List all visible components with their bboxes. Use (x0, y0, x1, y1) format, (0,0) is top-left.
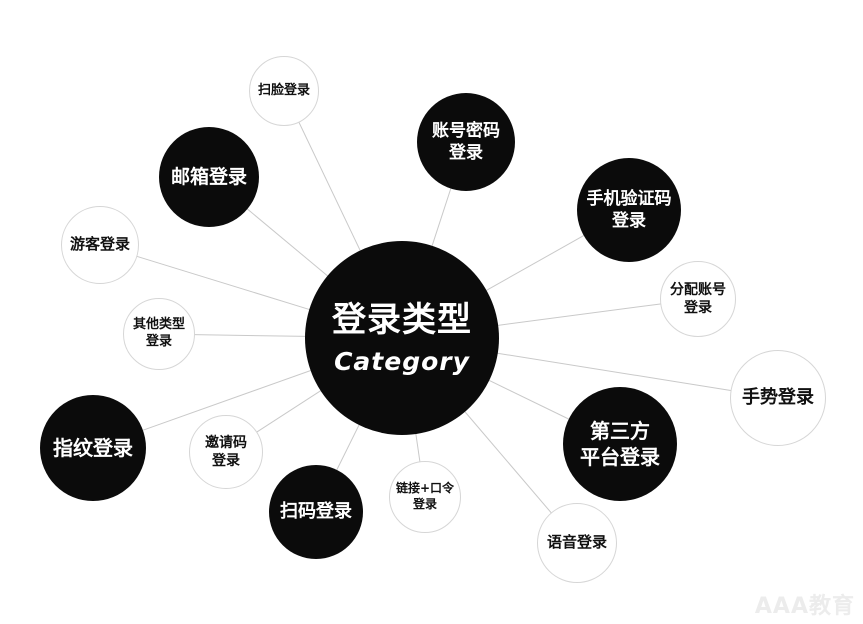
node-label: 扫码登录 (280, 501, 352, 523)
node-label: 账号密码 (432, 120, 500, 141)
watermark-logo: AAA教育 (754, 594, 855, 619)
node-qr-code: 扫码登录 (269, 465, 363, 559)
node-label: 手机验证码 (586, 188, 672, 209)
node-account-password: 账号密码登录 (417, 93, 515, 191)
node-fingerprint: 指纹登录 (40, 395, 146, 501)
node-email: 邮箱登录 (159, 127, 259, 227)
connector-face-scan (298, 121, 362, 253)
node-label: 邀请码 (205, 434, 247, 451)
connector-qr-code (335, 422, 361, 471)
node-label: 登录 (612, 211, 646, 231)
node-label: 登录 (145, 334, 172, 349)
node-label: 登录 (412, 497, 437, 511)
node-label: 其他类型 (132, 317, 185, 333)
node-face-scan: 扫脸登录 (249, 56, 319, 126)
node-label: 第三方 (590, 419, 650, 443)
node-label: 登录 (684, 300, 712, 316)
connector-third-party (487, 379, 570, 420)
node-assigned-account: 分配账号登录 (660, 261, 736, 337)
connector-fingerprint (141, 369, 313, 432)
node-label: 游客登录 (69, 235, 130, 254)
connector-assigned-account (496, 303, 662, 327)
node-guest: 游客登录 (61, 206, 139, 284)
node-label: 登录 (449, 143, 483, 163)
node-label: 邮箱登录 (170, 165, 247, 188)
connector-email (246, 208, 330, 278)
node-label: 链接+口令 (395, 481, 455, 496)
connector-other-types (193, 334, 308, 337)
center-title: 登录类型 (332, 299, 472, 340)
node-other-types: 其他类型登录 (123, 298, 195, 370)
connector-gesture (495, 352, 732, 392)
node-label: 分配账号 (670, 281, 726, 298)
node-label: 指纹登录 (53, 436, 133, 460)
node-voice: 语音登录 (537, 503, 617, 583)
connector-invite-code (255, 389, 323, 433)
node-label: 语音登录 (546, 533, 607, 552)
node-label: 扫脸登录 (257, 82, 310, 98)
node-label: 登录 (212, 453, 240, 469)
node-phone-code: 手机验证码登录 (577, 158, 681, 262)
node-invite-code: 邀请码登录 (189, 415, 263, 489)
node-link-password: 链接+口令登录 (389, 461, 461, 533)
node-label: 平台登录 (580, 445, 660, 469)
node-label: 手势登录 (742, 387, 814, 409)
connector-link-password (415, 431, 421, 463)
connector-voice (463, 409, 553, 514)
connector-account-password (431, 187, 452, 248)
node-third-party: 第三方平台登录 (563, 387, 677, 501)
connector-guest (136, 255, 312, 311)
connector-phone-code (484, 234, 585, 292)
node-gesture: 手势登录 (730, 350, 826, 446)
center-node-login-types: 登录类型 Category (305, 241, 499, 435)
center-subtitle: Category (334, 346, 470, 376)
